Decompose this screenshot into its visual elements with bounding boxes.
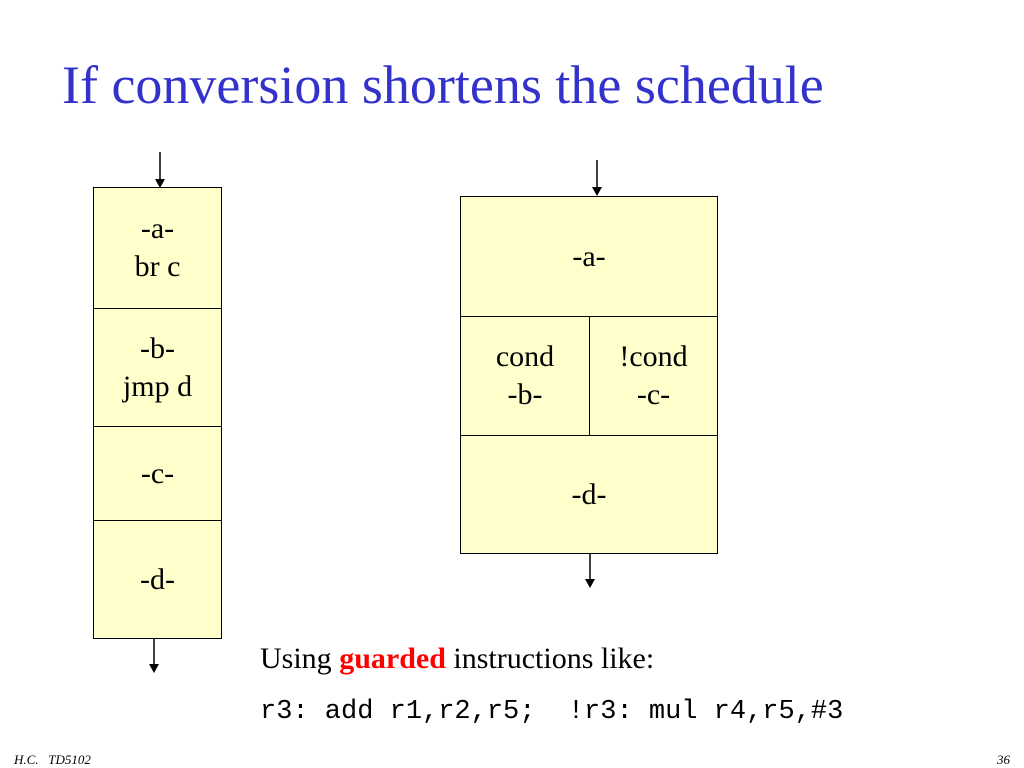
right-block-cond-b: cond -b-: [460, 316, 590, 436]
left-block-a-line2: br c: [134, 250, 181, 283]
left-block-b-line1: -b-: [140, 331, 175, 365]
footer-author-course: H.C. TD5102: [14, 752, 91, 767]
caption-prefix: Using: [260, 642, 340, 675]
guarded-caption: Using guarded instructions like:: [260, 642, 654, 676]
left-exit-arrow: [149, 639, 159, 673]
right-b-label: -b-: [507, 378, 543, 411]
right-block-d-label: -d-: [571, 477, 607, 511]
slide-title: If conversion shortens the schedule: [62, 55, 824, 115]
right-c-label: -c-: [636, 378, 671, 411]
left-block-d: -d-: [93, 520, 222, 639]
left-block-b-line2: jmp d: [122, 369, 193, 403]
right-block-notcond-c: !cond -c-: [589, 316, 718, 436]
right-exit-arrow: [585, 554, 595, 588]
right-block-a-label: -a-: [572, 239, 606, 273]
left-block-a: -a- br c: [93, 187, 222, 309]
caption-highlight: guarded: [339, 642, 446, 675]
left-entry-arrow: [155, 152, 165, 188]
right-entry-arrow: [592, 160, 602, 196]
right-cond-label: cond: [495, 340, 555, 373]
code-example: r3: add r1,r2,r5; !r3: mul r4,r5,#3: [260, 697, 844, 727]
right-block-d: -d-: [460, 435, 718, 554]
left-block-d-line1: -d-: [140, 562, 175, 596]
left-block-b: -b- jmp d: [93, 308, 222, 427]
left-block-c-line1: -c-: [140, 456, 175, 490]
page-number: 36: [997, 752, 1010, 767]
left-block-a-line1: -a-: [140, 212, 175, 245]
right-notcond-label: !cond: [619, 340, 688, 373]
caption-suffix: instructions like:: [445, 642, 655, 675]
left-block-c: -c-: [93, 426, 222, 521]
right-block-a: -a-: [460, 196, 718, 317]
